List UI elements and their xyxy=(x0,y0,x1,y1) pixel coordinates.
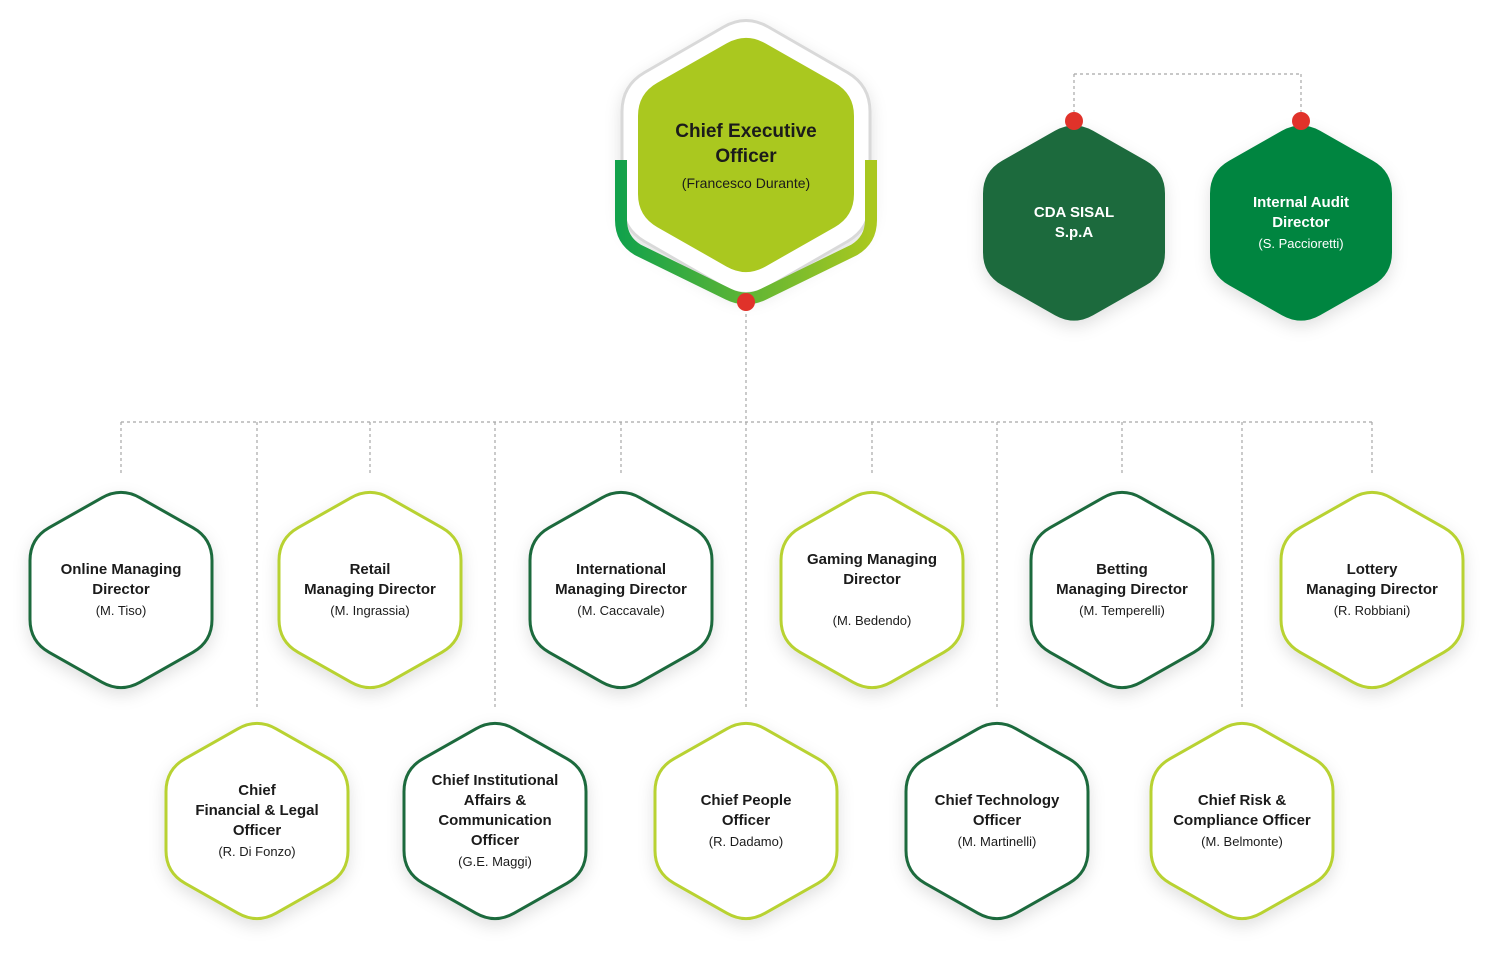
connector-dot xyxy=(737,293,755,311)
connector-dot xyxy=(1065,112,1083,130)
director-node[interactable] xyxy=(28,490,214,690)
connector-dots xyxy=(737,112,1310,311)
officer-node[interactable] xyxy=(164,721,350,921)
connector-dot xyxy=(1292,112,1310,130)
director-node[interactable] xyxy=(1279,490,1465,690)
board-node-cda[interactable] xyxy=(983,125,1165,321)
director-node[interactable] xyxy=(779,490,965,690)
director-node[interactable] xyxy=(528,490,714,690)
director-node[interactable] xyxy=(1029,490,1215,690)
board-node-internal-audit[interactable] xyxy=(1210,125,1392,321)
ceo-hexagon[interactable] xyxy=(632,31,860,279)
officer-node[interactable] xyxy=(904,721,1090,921)
officer-node[interactable] xyxy=(1149,721,1335,921)
officer-node[interactable] xyxy=(653,721,839,921)
officer-node[interactable] xyxy=(402,721,588,921)
chart-nodes xyxy=(28,19,1465,921)
director-node[interactable] xyxy=(277,490,463,690)
connector-lines xyxy=(120,73,1373,708)
